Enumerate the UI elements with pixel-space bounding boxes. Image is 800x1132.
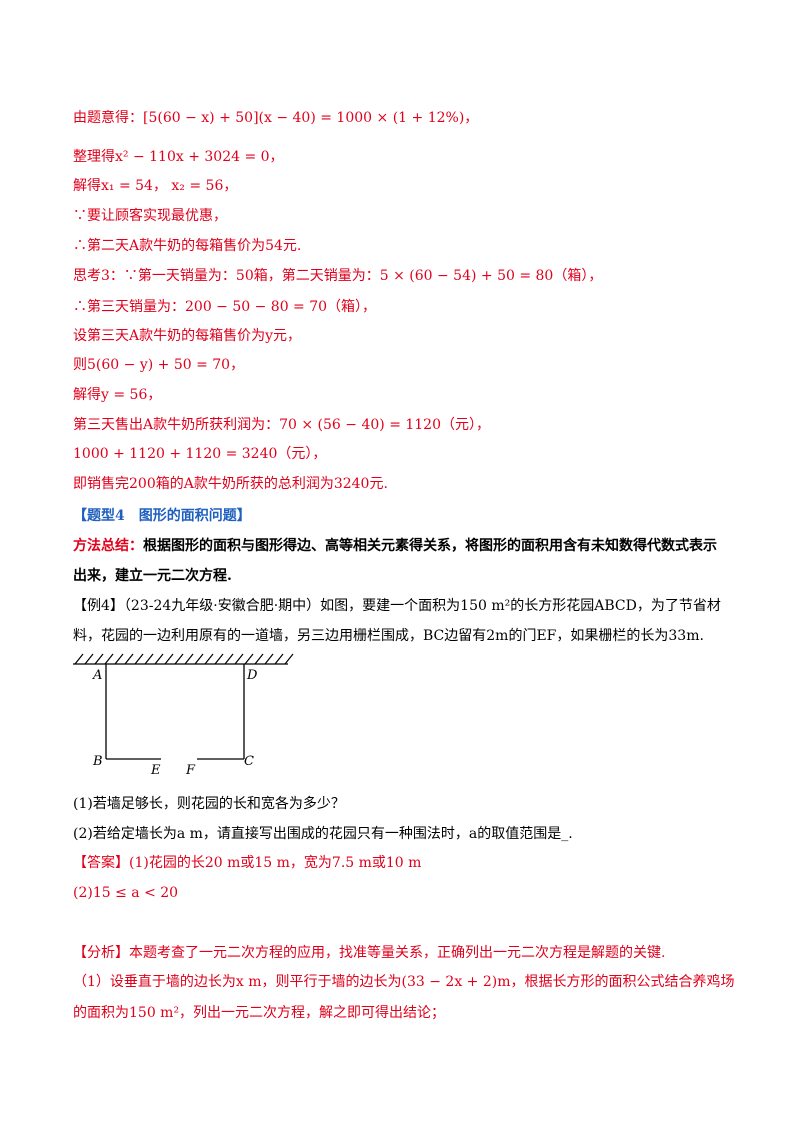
text-line: ∴第二天A款牛奶的每箱售价为54元. <box>73 238 302 254</box>
example-stem-cont: 料，花园的一边利用原有的一道墙，另三边用栅栏围成，BC边留有2m的门EF，如果栅… <box>73 628 704 644</box>
text-line: 解得y = 56， <box>73 387 162 403</box>
analysis: 【分析】本题考查了一元二次方程的应用，找准等量关系，正确列出一元二次方程是解题的… <box>73 945 666 961</box>
question-2: (2)若给定墙长为a m，请直接写出围成的花园只有一种围法时，a的取值范围是_. <box>73 826 573 842</box>
analysis-step-1: （1）设垂直于墙的边长为x m，则平行于墙的边长为(33 − 2x + 2)m，… <box>73 974 735 990</box>
question-1: (1)若墙足够长，则花园的长和宽各为多少？ <box>73 796 345 812</box>
garden-figure: A D B C E F <box>73 653 294 778</box>
method-summary-cont: 出来，建立一元二次方程. <box>73 568 232 584</box>
text-line: 则5(60 − y) + 50 = 70， <box>73 357 245 373</box>
text-line: 解得x₁ = 54， x₂ = 56， <box>73 178 238 194</box>
text-line: 思考3：∵第一天销量为：50箱，第二天销量为：5 × (60 − 54) + 5… <box>73 268 603 284</box>
label-d: D <box>246 668 258 683</box>
method-summary: 方法总结：根据图形的面积与图形得边、高等相关元素得关系，将图形的面积用含有未知数… <box>73 538 717 554</box>
analysis-step-1-cont: 的面积为150 m²，列出一元二次方程，解之即可得出结论； <box>73 1005 446 1021</box>
text-line: 设第三天A款牛奶的每箱售价为y元， <box>73 328 302 344</box>
text-line: 由题意得：[5(60 − x) + 50](x − 40) = 1000 × (… <box>73 110 479 126</box>
label-f: F <box>185 763 196 778</box>
answer-1: 【答案】(1)花园的长20 m或15 m，宽为7.5 m或10 m <box>73 855 422 871</box>
wall-hatching <box>73 653 294 665</box>
section-heading: 【题型4 图形的面积问题】 <box>73 508 251 524</box>
example-stem: 【例4】（23-24九年级·安徽合肥·期中）如图，要建一个面积为150 m²的长… <box>73 598 721 614</box>
fence <box>105 664 245 760</box>
label-b: B <box>92 754 103 769</box>
text-line: 1000 + 1120 + 1120 = 3240（元）， <box>73 446 327 462</box>
text-line: 第三天售出A款牛奶所获利润为：70 × (56 − 40) = 1120（元）， <box>73 417 490 433</box>
label-c: C <box>244 754 254 769</box>
label-a: A <box>92 668 102 683</box>
text-line: 整理得x² − 110x + 3024 = 0， <box>73 149 284 165</box>
label-e: E <box>150 763 161 778</box>
text-line: 即销售完200箱的A款牛奶所获的总利润为3240元. <box>73 476 388 492</box>
answer-2: (2)15 ≤ a < 20 <box>73 885 179 901</box>
text-line: ∵要让顾客实现最优惠， <box>73 208 227 224</box>
text-line: ∴第三天销量为：200 − 50 − 80 = 70（箱）， <box>73 299 377 315</box>
